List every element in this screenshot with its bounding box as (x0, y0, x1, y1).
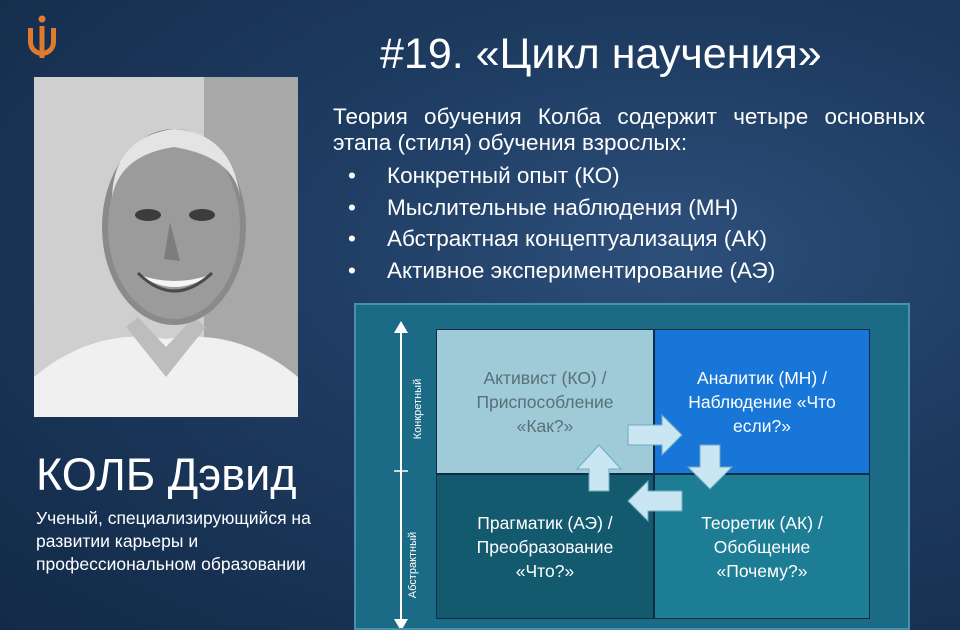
slide-title: #19. «Цикл научения» (380, 30, 822, 78)
intro-text: Теория обучения Колба содержит четыре ос… (333, 104, 925, 155)
list-item: • Абстрактная концептуализация (АК) (348, 223, 775, 255)
cell-line: если?» (733, 415, 791, 436)
axis-label-concrete: Конкретный (412, 378, 424, 440)
bullet-icon: • (348, 226, 356, 251)
stages-list: • Конкретный опыт (КО) • Мыслительные на… (348, 160, 775, 286)
cell-line: Приспособление (476, 391, 614, 412)
stage-label: Мыслительные наблюдения (МН) (387, 194, 739, 220)
activist-cell: Активист (КО) / Приспособление «Как?» (436, 329, 654, 474)
stage-label: Активное экспериментирование (АЭ) (387, 257, 776, 283)
axis-label-abstract: Абстрактный (407, 531, 419, 599)
cell-line: «Почему?» (716, 560, 808, 581)
list-item: • Мыслительные наблюдения (МН) (348, 192, 775, 224)
cell-line: Наблюдение «Что (688, 391, 836, 412)
person-description: Ученый, специализирующийся на развитии к… (36, 508, 311, 574)
kolb-cycle-diagram: Конкретный Абстрактный Активист (КО) / П… (354, 303, 910, 630)
bullet-icon: • (348, 194, 356, 220)
cell-line: Теоретик (АК) / (701, 512, 823, 533)
cell-line: Обобщение (713, 536, 811, 557)
stage-label: Абстрактная концептуализация (АК) (387, 226, 767, 251)
portrait-photo (34, 77, 298, 417)
cell-line: Преобразование (476, 536, 614, 557)
pragmatic-cell: Прагматик (АЭ) / Преобразование «Что?» (436, 474, 654, 619)
cell-line: Прагматик (АЭ) / (477, 512, 613, 533)
bullet-icon: • (348, 163, 356, 188)
theorist-cell: Теоретик (АК) / Обобщение «Почему?» (654, 474, 870, 619)
cell-line: Активист (КО) / (483, 367, 607, 388)
bullet-icon: • (348, 257, 356, 283)
list-item: • Конкретный опыт (КО) (348, 160, 775, 192)
cell-line: «Как?» (516, 415, 574, 436)
cell-line: «Что?» (515, 560, 575, 581)
analyst-cell: Аналитик (МН) / Наблюдение «Что если?» (654, 329, 870, 474)
concrete-abstract-axis: Конкретный Абстрактный (386, 321, 424, 628)
stage-label: Конкретный опыт (КО) (387, 163, 620, 188)
person-name: КОЛБ Дэвид (36, 449, 297, 500)
university-logo-icon (24, 14, 60, 60)
list-item: • Активное экспериментирование (АЭ) (348, 255, 775, 287)
cell-line: Аналитик (МН) / (697, 367, 827, 388)
